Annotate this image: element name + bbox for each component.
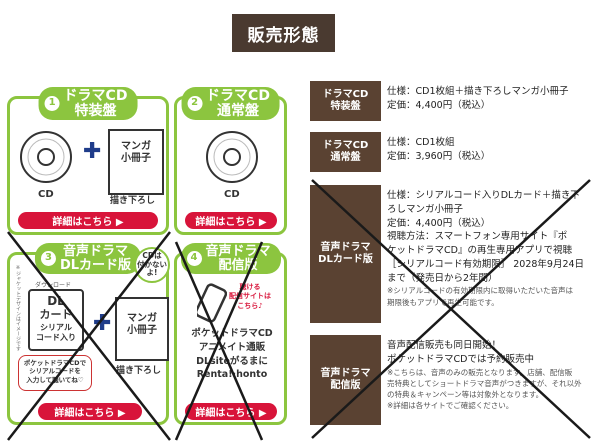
row-2-line: 定価：3,960円（税込） — [387, 150, 491, 162]
edition-2-title-line1: ドラマCD — [206, 88, 270, 104]
row-3-label-line2: DLカード版 — [318, 254, 373, 265]
row-3-line: 視聴方法：スマートフォン専用サイト『ポ — [387, 231, 568, 243]
edition-4-title-line1: 音声ドラマ — [205, 244, 271, 259]
discontinued-cross-mark — [311, 179, 591, 439]
site-link[interactable]: Renta!·honto — [196, 369, 268, 381]
row-4-line: 音声配信販売も同日開始！ — [387, 340, 502, 351]
edition-2-details-button[interactable]: 詳細はこちら ▶ — [185, 212, 277, 229]
site-link[interactable]: アニメイト通販 — [198, 341, 266, 353]
row-1-label-line1: ドラマCD — [322, 88, 369, 100]
edition-4-title-line2: 配信版 — [218, 257, 258, 273]
table-row-3-label: 音声ドラマ DLカード版 — [310, 185, 381, 323]
table-row-4-content: 音声配信販売も同日開始！ ポケットドラマCDでは予約販売中 ※こちらは、音声のみ… — [381, 335, 593, 425]
edition-3-card-label: ダウンロード — [35, 282, 72, 289]
manga-booklet: マンガ 小冊子 — [108, 129, 164, 195]
edition-3-details-button[interactable]: 詳細はこちら ▶ — [38, 403, 142, 420]
edition-1-title-line1: ドラマCD — [63, 88, 128, 104]
cd-disc-icon — [20, 131, 72, 183]
edition-1-title-line2: 特装盤 — [74, 102, 117, 119]
row-2-line: 仕様：CD1枚組 — [387, 137, 455, 148]
edition-4-bubble-line3: こちら♪ — [237, 301, 263, 310]
site-link[interactable]: DLsiteがるまに — [196, 355, 268, 367]
edition-1-number: 1 — [44, 96, 60, 112]
sites-bubble: 聴ける 配信サイトは こちら♪ — [229, 283, 271, 311]
edition-3-note-line2: シリアルコードを — [29, 367, 81, 376]
table-row-2-label: ドラマCD 通常盤 — [310, 132, 381, 172]
edition-3-note-line1: ポケットドラマCDで — [23, 359, 87, 367]
edition-2-cd-caption: CD — [224, 189, 240, 200]
row-4-line: ポケットドラマCDでは予約販売中 — [387, 353, 534, 365]
row-2-label-line1: ドラマCD — [322, 139, 369, 151]
edition-panel-1: 1 ドラマCD 特装盤 CD ✚ マンガ 小冊子 描き下ろし 詳細はこちら ▶ — [7, 87, 169, 235]
speech-bubble: CDは 付かない よ! — [134, 247, 170, 283]
row-4-label-line2: 配信版 — [330, 380, 361, 391]
discontinued-cross-mark — [7, 231, 264, 441]
edition-3-side-note: ※ジャケットデザインはイメージです — [15, 265, 21, 351]
edition-3-card-line4: コード入り — [36, 332, 76, 342]
edition-3-booklet-line1: マンガ — [127, 313, 157, 324]
row-3-line: ［シリアルコード有効期限］ 2028年9月24日 — [387, 258, 585, 270]
edition-2-number: 2 — [187, 96, 203, 112]
edition-3-title-badge: 3 音声ドラマ DLカード版 — [34, 243, 142, 275]
edition-panel-3: 3 音声ドラマ DLカード版 CDは 付かない よ! ※ジャケットデザインはイメ… — [7, 243, 170, 425]
edition-4-number: 4 — [186, 251, 202, 267]
edition-4-bubble-line2: 配信サイトは — [229, 292, 271, 301]
edition-4-title-badge: 4 音声ドラマ 配信版 — [180, 243, 281, 275]
row-4-note: 売特典としてショートドラマ音声がつきますが、それ以外 — [387, 378, 582, 388]
edition-1-booklet-caption: 描き下ろし — [110, 196, 156, 206]
edition-1-cd-caption: CD — [38, 189, 54, 200]
row-3-line: ろしマンガ小冊子 — [387, 203, 464, 215]
serial-code-note: ポケットドラマCDで シリアルコードを 入力して聴いてね♡ — [18, 355, 92, 391]
row-3-label-line1: 音声ドラマ — [320, 241, 371, 253]
plus-icon: ✚ — [83, 139, 102, 164]
edition-3-number: 3 — [40, 251, 56, 267]
row-3-line: 仕様：シリアルコード入りDLカード＋描き下 — [387, 190, 580, 201]
row-1-label-line2: 特装盤 — [330, 101, 361, 112]
edition-3-title-line1: 音声ドラマ — [62, 244, 129, 259]
plus-icon: ✚ — [93, 311, 112, 336]
edition-4-details-button[interactable]: 詳細はこちら ▶ — [185, 403, 277, 420]
row-1-line: 仕様：CD1枚組＋描き下ろしマンガ小冊子 — [387, 86, 569, 97]
row-3-line: 定価：4,400円（税込） — [387, 217, 491, 229]
edition-2-title-line2: 通常盤 — [217, 102, 259, 119]
row-4-note: の特典＆キャンペーン等は対象外となります。 — [387, 390, 544, 400]
row-3-line: まで（発売日から2年間） — [387, 272, 498, 284]
edition-4-bubble-line1: 聴ける — [239, 283, 261, 291]
row-1-line: 定価：4,400円（税込） — [387, 99, 491, 111]
manga-booklet: マンガ 小冊子 — [115, 297, 169, 361]
cd-disc-icon — [206, 131, 258, 183]
row-3-note: ※シリアルコードの有効期限内に取得いただいた音声は — [387, 286, 574, 296]
row-4-note: ※こちらは、音声のみの販売となります。店舗、配信販 — [387, 367, 573, 377]
edition-3-bubble-line2: 付かない — [137, 259, 167, 269]
edition-3-card-line3: シリアル — [40, 323, 72, 333]
table-row-1-label: ドラマCD 特装盤 — [310, 81, 381, 121]
edition-2-title-badge: 2 ドラマCD 通常盤 — [181, 87, 280, 121]
edition-3-card-line2: カード — [39, 307, 73, 321]
edition-3-booklet-caption: 描き下ろし — [116, 366, 162, 376]
row-3-line: ケットドラマCD』の再生専用アプリで視聴 — [387, 245, 572, 257]
edition-3-booklet-line2: 小冊子 — [127, 325, 157, 336]
sites-list: ポケットドラマCD アニメイト通販 DLsiteがるまに Renta!·hont… — [181, 327, 283, 382]
edition-1-booklet-line2: 小冊子 — [121, 153, 151, 164]
edition-1-booklet-line1: マンガ — [121, 141, 151, 152]
row-4-note: ※詳細は各サイトでご確認ください。 — [387, 401, 514, 411]
row-2-label-line2: 通常盤 — [330, 152, 361, 163]
site-link[interactable]: ポケットドラマCD — [191, 328, 273, 339]
row-4-label-line1: 音声ドラマ — [320, 367, 371, 379]
edition-panel-2: 2 ドラマCD 通常盤 CD 詳細はこちら ▶ — [174, 87, 287, 235]
table-row-4-label: 音声ドラマ 配信版 — [310, 335, 381, 425]
table-row-2-content: 仕様：CD1枚組 定価：3,960円（税込） — [381, 132, 593, 172]
table-row-1-content: 仕様：CD1枚組＋描き下ろしマンガ小冊子 定価：4,400円（税込） — [381, 81, 593, 121]
edition-3-bubble-line3: よ! — [146, 268, 158, 278]
page-heading: 販売形態 — [232, 14, 335, 52]
edition-3-title-line2: DLカード版 — [59, 257, 132, 273]
edition-1-title-badge: 1 ドラマCD 特装盤 — [38, 87, 138, 121]
edition-1-details-button[interactable]: 詳細はこちら ▶ — [18, 212, 158, 229]
dl-card: DL カード シリアル コード入り — [28, 289, 84, 351]
